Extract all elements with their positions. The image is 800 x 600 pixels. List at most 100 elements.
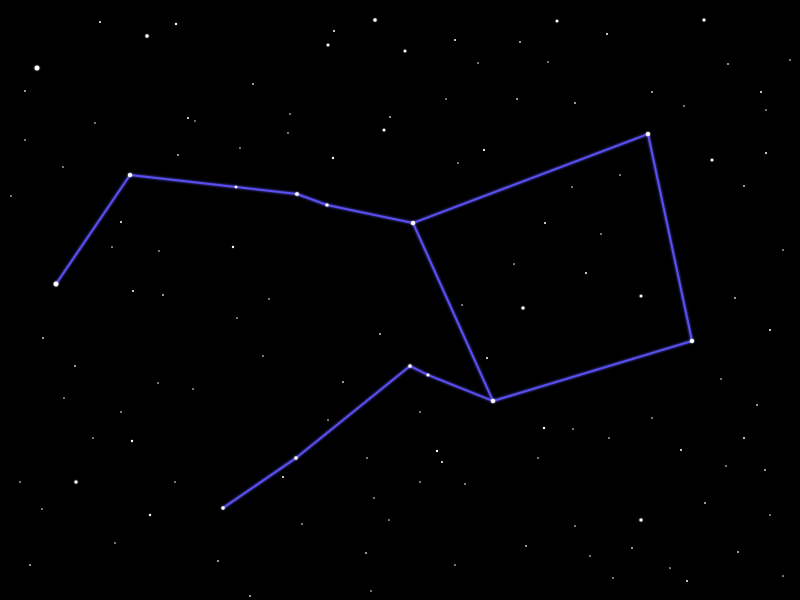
- background-star: [710, 158, 714, 162]
- background-star: [547, 61, 549, 63]
- background-star: [174, 481, 176, 483]
- background-star: [162, 294, 164, 296]
- background-star: [589, 555, 591, 557]
- background-star: [725, 465, 727, 467]
- background-star: [612, 577, 614, 579]
- constellation-star: [411, 221, 415, 225]
- background-star: [382, 128, 386, 132]
- background-star: [158, 250, 160, 252]
- background-star: [737, 551, 739, 553]
- background-star: [268, 298, 270, 300]
- background-star: [326, 43, 330, 47]
- background-star: [521, 306, 525, 310]
- background-star: [99, 21, 101, 23]
- background-star: [388, 519, 390, 521]
- background-star: [177, 154, 179, 156]
- background-star: [639, 518, 643, 522]
- background-star: [482, 148, 486, 152]
- background-star: [24, 139, 26, 141]
- background-star: [74, 480, 78, 484]
- background-star: [262, 355, 264, 357]
- background-star: [457, 162, 459, 164]
- background-star: [231, 245, 235, 249]
- background-star: [764, 469, 766, 471]
- background-star: [19, 481, 21, 483]
- background-star: [639, 294, 643, 298]
- background-star: [366, 457, 368, 459]
- constellation-star: [408, 364, 412, 368]
- background-star: [42, 337, 44, 339]
- background-star: [373, 497, 375, 499]
- background-star: [572, 428, 574, 430]
- background-star: [10, 195, 12, 197]
- background-star: [365, 552, 367, 554]
- background-star: [29, 564, 31, 566]
- background-star: [194, 120, 196, 122]
- background-star: [760, 91, 762, 93]
- background-star: [651, 91, 653, 93]
- background-star: [327, 419, 329, 421]
- background-star: [373, 18, 377, 22]
- background-star: [62, 166, 64, 168]
- constellation-star: [128, 173, 132, 177]
- background-star: [769, 329, 771, 331]
- background-star: [111, 246, 113, 248]
- background-star: [342, 381, 344, 383]
- background-star: [74, 365, 76, 367]
- background-star: [370, 590, 372, 592]
- background-star: [120, 411, 122, 413]
- background-star: [441, 461, 443, 463]
- constellation-star: [221, 506, 225, 510]
- background-star: [619, 174, 621, 176]
- background-star: [445, 98, 447, 100]
- background-star: [148, 513, 152, 517]
- background-star: [301, 523, 303, 525]
- background-star: [756, 404, 758, 406]
- background-star: [606, 33, 608, 35]
- background-star: [574, 525, 576, 527]
- background-star: [217, 560, 219, 562]
- background-star: [461, 304, 463, 306]
- background-star: [174, 22, 178, 26]
- background-star: [651, 417, 653, 419]
- background-star: [542, 426, 546, 430]
- background-star: [289, 113, 291, 115]
- background-star: [379, 333, 381, 335]
- background-star: [287, 132, 289, 134]
- background-star: [403, 49, 407, 53]
- background-star: [537, 457, 539, 459]
- background-star: [544, 222, 546, 224]
- background-star: [252, 83, 254, 85]
- background-star: [486, 357, 488, 359]
- background-star: [743, 185, 745, 187]
- background-star: [571, 186, 573, 188]
- background-star: [519, 41, 521, 43]
- background-star: [608, 437, 610, 439]
- background-star: [249, 595, 251, 597]
- background-star: [525, 545, 527, 547]
- background-star: [120, 221, 122, 223]
- background-star: [187, 117, 189, 119]
- star-field: [10, 18, 791, 597]
- background-star: [516, 98, 518, 100]
- background-star: [683, 105, 685, 107]
- background-star: [782, 249, 784, 251]
- background-star: [333, 30, 335, 32]
- background-star: [63, 397, 65, 399]
- background-star: [734, 297, 736, 299]
- background-star: [145, 34, 149, 38]
- background-star: [389, 116, 391, 118]
- background-star: [513, 263, 515, 265]
- background-star: [34, 65, 40, 71]
- background-star: [236, 317, 238, 319]
- background-star: [132, 290, 134, 292]
- background-star: [419, 411, 421, 413]
- background-star: [769, 514, 771, 516]
- constellation-star: [53, 281, 59, 287]
- background-star: [631, 547, 633, 549]
- background-star: [702, 18, 706, 22]
- background-star: [789, 59, 791, 61]
- background-star: [765, 109, 767, 111]
